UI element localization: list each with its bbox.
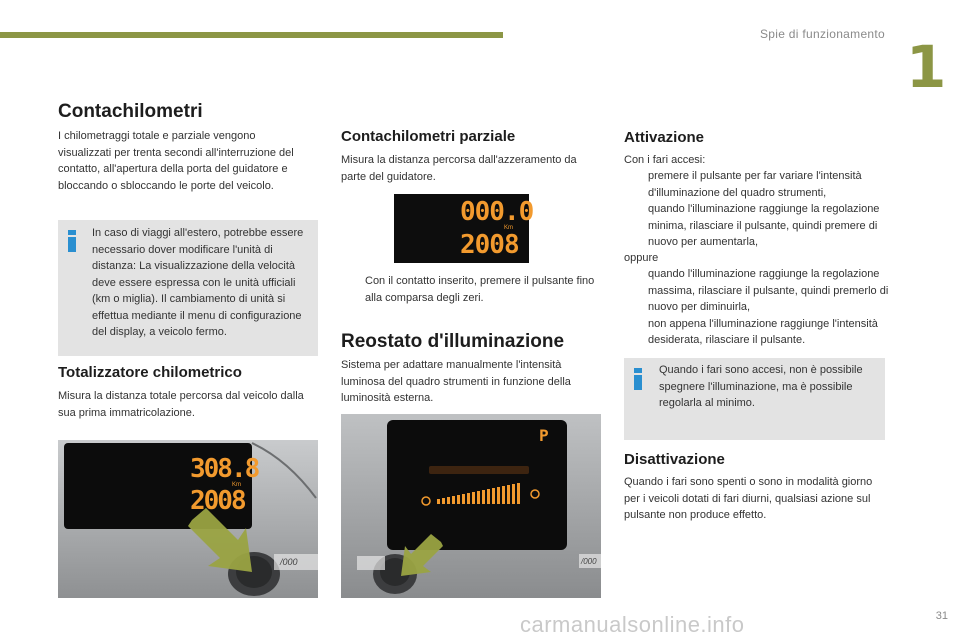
title-contachilometri: Contachilometri <box>58 101 203 122</box>
bullet-text: quando l'illuminazione raggiunge la rego… <box>648 268 889 313</box>
info-icon <box>634 368 642 390</box>
reset-button-label: /000 <box>280 557 298 567</box>
attivazione-bullets-1: premere il pulsante per far variare l'in… <box>624 168 892 251</box>
bullet-text: Con il contatto inserito, premere il pul… <box>365 275 595 304</box>
attivazione-bullets-2: quando l'illuminazione raggiunge la rego… <box>624 266 892 349</box>
bullet-text: premere il pulsante per far variare l'in… <box>648 170 862 199</box>
intro-attivazione: Con i fari accesi: <box>624 154 706 166</box>
odometer-total-value: 308.8 <box>190 454 260 484</box>
odometer-trip-value: 2008 <box>190 486 247 516</box>
text-reostato: Sistema per adattare manualmente l'inten… <box>341 359 571 404</box>
info-note-text: Quando i fari sono accesi, non è possibi… <box>659 364 863 409</box>
odometer-unit: Km <box>232 482 241 488</box>
list-item: quando l'illuminazione raggiunge la rego… <box>624 266 892 316</box>
dimmer-photo: P /000 <box>341 414 601 598</box>
dimmer-photo-illustration <box>341 414 601 598</box>
reset-button-label: /000 <box>581 557 597 566</box>
title-reostato: Reostato d'illuminazione <box>341 331 565 352</box>
title-attivazione: Attivazione <box>624 129 705 146</box>
bullet-text: non appena l'illuminazione raggiunge l'i… <box>648 317 878 347</box>
subtitle-totalizzatore: Totalizzatore chilometrico <box>58 364 242 381</box>
trip-display-unit: Km <box>504 225 513 231</box>
section-title: Spie di funzionamento <box>759 27 885 41</box>
oppure-label: oppure <box>624 252 659 264</box>
odometer-photo-illustration <box>58 440 318 598</box>
trip-display: 000.0 Km 2008 <box>394 194 534 263</box>
info-note-units: In caso di viaggi all'estero, potrebbe e… <box>58 220 318 356</box>
title-disattivazione: Disattivazione <box>624 451 725 468</box>
bullet-text: quando l'illuminazione raggiunge la rego… <box>648 203 880 248</box>
chapter-number: 1 <box>906 33 947 101</box>
intro-contachilometri: I chilometraggi totale e parziale vengon… <box>58 130 294 192</box>
gear-indicator: P <box>539 426 549 445</box>
trip-display-value: 000.0 <box>460 197 534 227</box>
arrow-icon <box>188 508 252 572</box>
header-accent-bar <box>0 32 503 38</box>
odometer-photo: 308.8 Km 2008 /000 <box>58 440 318 598</box>
list-item: premere il pulsante per far variare l'in… <box>624 168 892 201</box>
page-number: 31 <box>935 610 948 622</box>
text-totalizzatore: Misura la distanza totale percorsa dal v… <box>58 390 304 419</box>
info-note-lights: Quando i fari sono accesi, non è possibi… <box>624 358 885 440</box>
list-item: quando l'illuminazione raggiunge la rego… <box>624 201 892 251</box>
list-item: Con il contatto inserito, premere il pul… <box>341 273 603 306</box>
parziale-bullets: Con il contatto inserito, premere il pul… <box>341 273 603 306</box>
info-icon <box>68 230 76 252</box>
watermark: carmanualsonline.info <box>520 612 745 637</box>
intro-parziale: Misura la distanza percorsa dall'azzeram… <box>341 154 577 183</box>
title-contachilometri-parziale: Contachilometri parziale <box>341 128 516 145</box>
text-disattivazione: Quando i fari sono spenti o sono in moda… <box>624 476 873 521</box>
info-note-text: In caso di viaggi all'estero, potrebbe e… <box>92 227 304 338</box>
arrow-icon <box>401 534 443 576</box>
trip-display-total: 2008 <box>460 230 520 260</box>
list-item: non appena l'illuminazione raggiunge l'i… <box>624 316 892 349</box>
